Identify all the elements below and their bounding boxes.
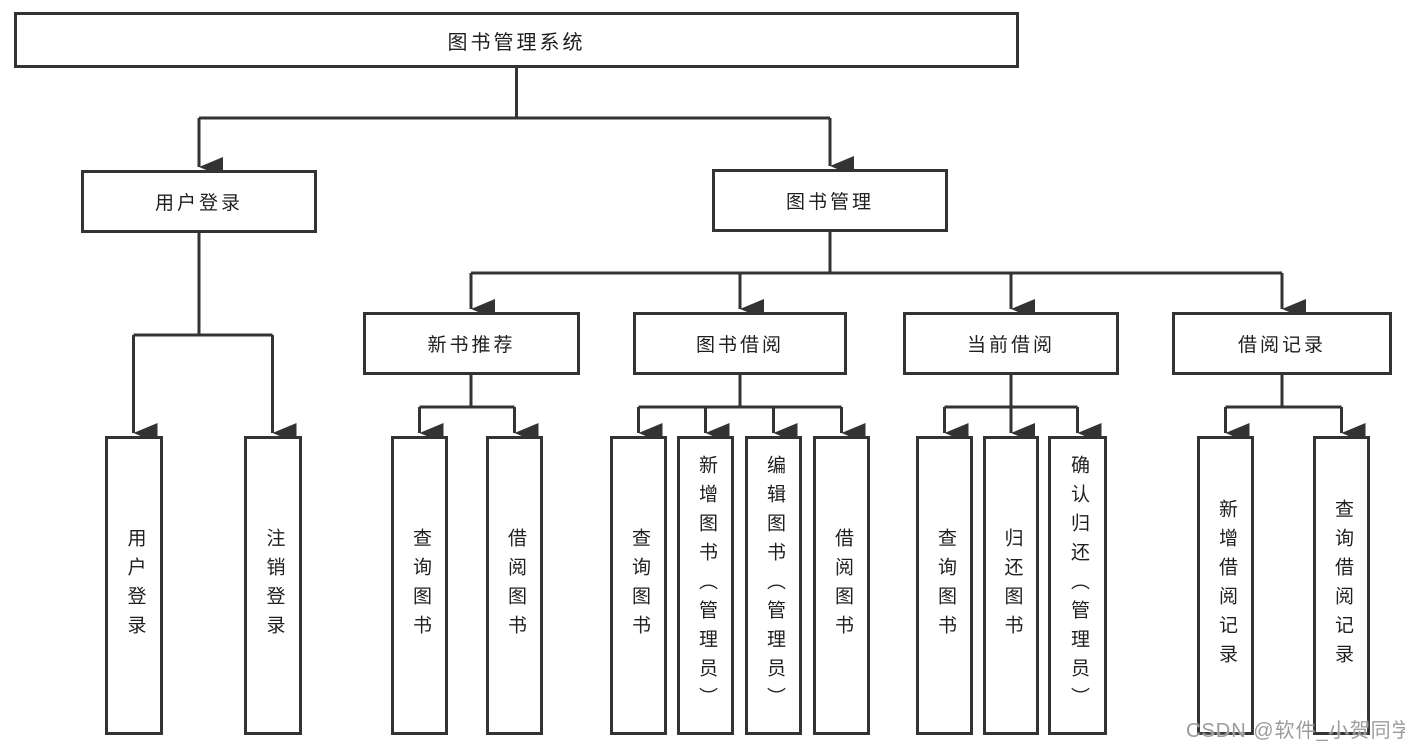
leaf-query-books-recommend: 查询图书 bbox=[391, 436, 448, 735]
leaf-label: 编辑图书（管理员） bbox=[763, 455, 785, 716]
leaf-add-book-admin: 新增图书（管理员） bbox=[677, 436, 734, 735]
leaf-label: 查询图书 bbox=[409, 527, 431, 644]
node-library-management-system: 图书管理系统 bbox=[14, 12, 1019, 68]
leaf-query-borrow-record: 查询借阅记录 bbox=[1313, 436, 1370, 735]
node-book-borrow: 图书借阅 bbox=[633, 312, 847, 375]
leaf-label: 归还图书 bbox=[1001, 527, 1023, 644]
node-borrow-records: 借阅记录 bbox=[1172, 312, 1392, 375]
leaf-borrow-books-recommend: 借阅图书 bbox=[486, 436, 543, 735]
leaf-query-books-borrow: 查询图书 bbox=[610, 436, 667, 735]
node-current-borrow: 当前借阅 bbox=[903, 312, 1119, 375]
leaf-logout: 注销登录 bbox=[244, 436, 302, 735]
leaf-edit-book-admin: 编辑图书（管理员） bbox=[745, 436, 802, 735]
leaf-confirm-return-admin: 确认归还（管理员） bbox=[1048, 436, 1107, 735]
leaf-label: 查询借阅记录 bbox=[1331, 498, 1353, 673]
leaf-label: 确认归还（管理员） bbox=[1067, 455, 1089, 716]
leaf-query-books-current: 查询图书 bbox=[916, 436, 973, 735]
leaf-label: 借阅图书 bbox=[831, 527, 853, 644]
node-label: 用户登录 bbox=[154, 193, 243, 214]
node-new-book-recommend: 新书推荐 bbox=[363, 312, 580, 375]
node-label: 图书借阅 bbox=[695, 335, 784, 356]
node-label: 当前借阅 bbox=[966, 335, 1055, 356]
leaf-label: 借阅图书 bbox=[504, 527, 526, 644]
leaf-return-book: 归还图书 bbox=[983, 436, 1039, 735]
leaf-add-borrow-record: 新增借阅记录 bbox=[1197, 436, 1254, 735]
leaf-label: 查询图书 bbox=[934, 527, 956, 644]
node-book-management: 图书管理 bbox=[712, 169, 948, 232]
leaf-label: 用户登录 bbox=[124, 527, 146, 644]
leaf-label: 新增借阅记录 bbox=[1215, 498, 1237, 673]
csdn-watermark: CSDN @软件_小贺同学 bbox=[1186, 720, 1405, 742]
node-label: 图书管理 bbox=[785, 192, 874, 213]
node-label: 借阅记录 bbox=[1237, 335, 1326, 356]
leaf-label: 注销登录 bbox=[263, 527, 285, 644]
node-label: 新书推荐 bbox=[427, 335, 516, 356]
leaf-user-login: 用户登录 bbox=[105, 436, 163, 735]
node-label: 图书管理系统 bbox=[447, 31, 586, 54]
node-user-login: 用户登录 bbox=[81, 170, 317, 233]
leaf-label: 新增图书（管理员） bbox=[695, 455, 717, 716]
leaf-borrow-books: 借阅图书 bbox=[813, 436, 870, 735]
leaf-label: 查询图书 bbox=[628, 527, 650, 644]
